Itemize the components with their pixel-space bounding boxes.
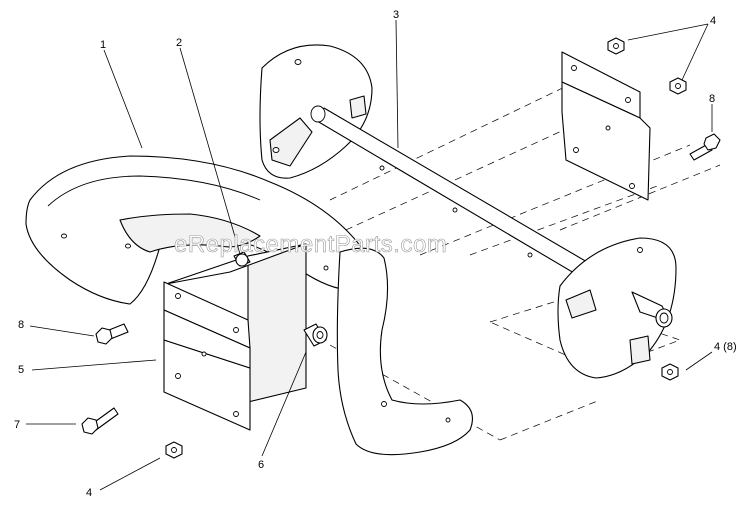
- auger-hole: [381, 401, 387, 407]
- hex-nut-icon: [669, 77, 687, 95]
- callout-8-right: 8: [709, 93, 715, 105]
- shaft-end: [310, 105, 326, 123]
- hardware: [81, 37, 721, 459]
- shaft-assembly: [259, 44, 677, 379]
- auger-lower-blade: [336, 247, 473, 456]
- plate-hole: [629, 183, 635, 189]
- disc-hole: [272, 147, 280, 153]
- bracket-hole: [175, 373, 181, 379]
- bearing-stud-part-6: [303, 323, 328, 347]
- bracket-hole: [175, 293, 181, 299]
- auger-hole: [323, 265, 329, 271]
- auger-inner-edge: [47, 175, 261, 207]
- auger-inner-fold: [119, 213, 261, 253]
- auger-hole: [125, 243, 131, 249]
- callout-4-top: 4: [710, 15, 716, 27]
- leader-lines: [26, 19, 713, 491]
- plate-hole: [605, 125, 611, 131]
- shaft-hole: [452, 207, 458, 213]
- callout-5: 5: [18, 364, 24, 376]
- bracket-hole: [201, 351, 207, 357]
- center-bracket: [163, 243, 307, 431]
- watermark-text: eReplacementParts.com: [174, 231, 447, 258]
- callout-4-8: 4 (8): [714, 341, 737, 353]
- callout-3: 3: [393, 9, 399, 21]
- bracket-hole: [233, 327, 239, 333]
- bolt-icon: [689, 133, 721, 161]
- mounting-plate-body: [561, 81, 651, 201]
- stud-bore: [316, 331, 324, 339]
- shaft-hole: [527, 252, 533, 258]
- callout-7: 7: [14, 419, 20, 431]
- right-mounting-plate: [561, 51, 651, 201]
- auger-hole: [445, 417, 451, 423]
- auger-flighting: [25, 155, 473, 456]
- callout-2: 2: [176, 37, 182, 49]
- hex-nut-icon: [661, 363, 679, 381]
- plate-hole: [625, 97, 631, 103]
- bolt-icon: [95, 323, 129, 345]
- bracket-top: [165, 243, 307, 285]
- bushing-part-2: [233, 251, 251, 267]
- left-disc-gusset: [269, 117, 313, 167]
- bolt-icon: [81, 407, 119, 435]
- bearing-icon: [235, 253, 249, 267]
- hex-nut-icon: [607, 37, 625, 55]
- bracket-side: [247, 243, 307, 403]
- plate-hole: [573, 147, 579, 153]
- auger-hole: [61, 233, 67, 239]
- left-disc-tab: [349, 95, 367, 119]
- right-disc-gusset: [629, 335, 651, 365]
- callout-4-bottom: 4: [86, 487, 92, 499]
- right-disc-tab: [565, 289, 597, 319]
- callout-1: 1: [100, 39, 106, 51]
- shaft-stub-bore: [659, 312, 669, 324]
- bracket-front-mid: [163, 309, 251, 369]
- hex-nut-icon: [165, 441, 183, 459]
- disc-hole: [294, 59, 302, 65]
- disc-hole: [637, 247, 643, 253]
- shaft-hole: [379, 165, 385, 171]
- callout-6: 6: [258, 459, 264, 471]
- bracket-hole: [233, 411, 239, 417]
- callouts: 1 2 3 4 8 8 5 7 4 6 4 (8): [14, 9, 737, 499]
- callout-8-left: 8: [18, 319, 24, 331]
- plate-hole: [571, 65, 577, 71]
